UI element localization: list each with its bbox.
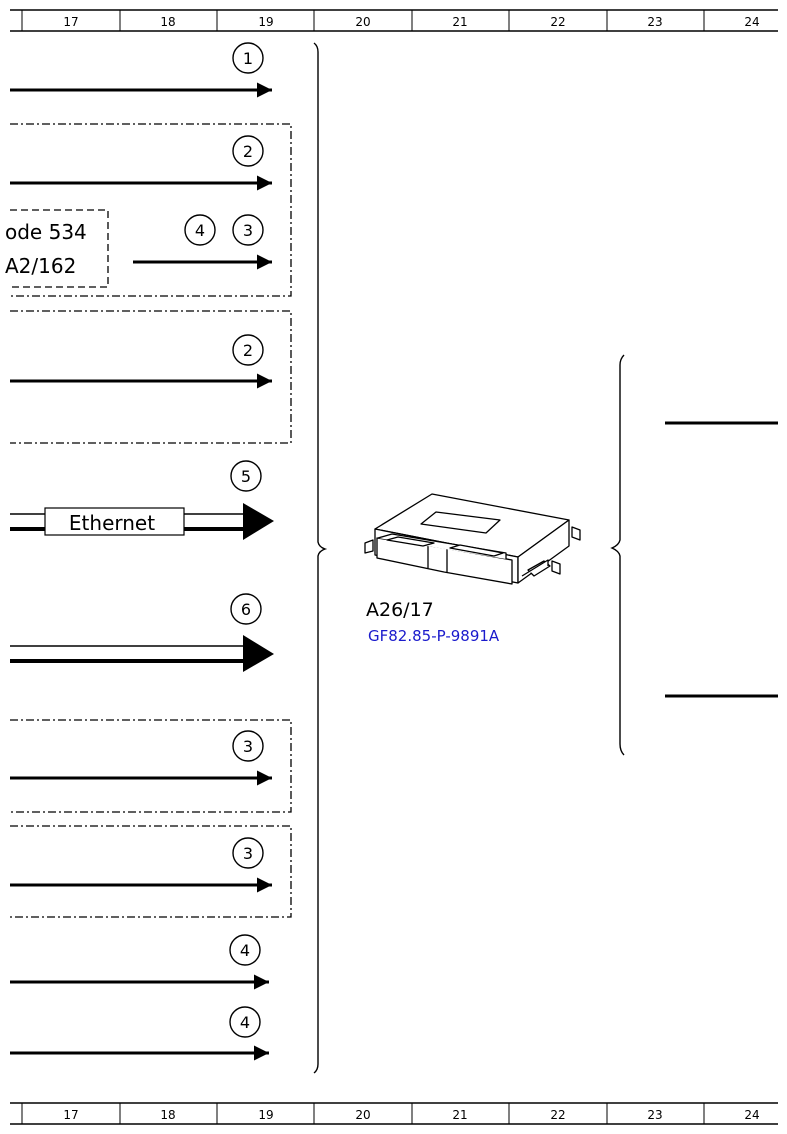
signal-marker-label: 3 <box>243 221 253 240</box>
signal-marker-2[interactable]: 2 <box>232 334 264 366</box>
grid-column-label: 22 <box>550 15 565 29</box>
signal-marker-label: 2 <box>243 142 253 161</box>
grid-column-label: 17 <box>63 1108 78 1122</box>
grid-column-label: 18 <box>160 1108 175 1122</box>
group-frame <box>10 310 292 444</box>
grid-column-label: 17 <box>63 15 78 29</box>
ethernet-label: Ethernet <box>69 511 155 535</box>
signal-marker-label: 6 <box>241 600 251 619</box>
signal-marker-label: 4 <box>240 1013 250 1032</box>
control-unit-illustration <box>364 493 581 585</box>
signal-marker-label: 4 <box>195 221 205 240</box>
code-box-line1: ode 534 <box>5 220 87 244</box>
signal-marker-4[interactable]: 4 <box>229 1006 261 1038</box>
right-brace <box>610 354 625 756</box>
double-connection <box>10 635 274 672</box>
signal-marker-6[interactable]: 6 <box>230 593 262 625</box>
grid-column-label: 21 <box>452 15 467 29</box>
group-frame <box>10 123 292 297</box>
signal-marker-label: 4 <box>240 941 250 960</box>
signal-marker-3[interactable]: 3 <box>232 837 264 869</box>
signal-marker-label: 1 <box>243 49 253 68</box>
component-reference-link[interactable]: GF82.85-P-9891A <box>368 627 500 645</box>
ethernet-connection: Ethernet <box>10 503 274 540</box>
signal-marker-label: 3 <box>243 844 253 863</box>
grid-column-label: 20 <box>355 15 370 29</box>
grid-ruler-top: 17 18 19 20 21 22 23 24 <box>10 9 778 32</box>
signal-marker-2[interactable]: 2 <box>232 135 264 167</box>
code-box: ode 534 A2/162 <box>5 209 109 288</box>
grid-column-label: 19 <box>258 1108 273 1122</box>
signal-marker-3[interactable]: 3 <box>232 730 264 762</box>
grid-column-label: 23 <box>647 1108 662 1122</box>
left-brace <box>313 42 328 1074</box>
signal-marker-1[interactable]: 1 <box>232 42 264 74</box>
grid-column-label: 24 <box>744 15 759 29</box>
signal-marker-label: 3 <box>243 737 253 756</box>
group-frame <box>10 825 292 918</box>
signal-marker-4[interactable]: 4 <box>229 934 261 966</box>
grid-column-label: 21 <box>452 1108 467 1122</box>
grid-column-label: 24 <box>744 1108 759 1122</box>
signal-marker-label: 5 <box>241 467 251 486</box>
code-box-line2: A2/162 <box>5 254 76 278</box>
component-designation: A26/17 <box>366 599 434 621</box>
signal-marker-3[interactable]: 3 <box>232 214 264 246</box>
grid-column-label: 19 <box>258 15 273 29</box>
ethernet-label-box <box>44 507 185 536</box>
grid-ruler-bottom: 17 18 19 20 21 22 23 24 <box>10 1102 778 1125</box>
ethernet-arrowhead <box>243 503 274 540</box>
double-arrowhead <box>243 635 274 672</box>
grid-column-label: 20 <box>355 1108 370 1122</box>
grid-column-label: 22 <box>550 1108 565 1122</box>
signal-marker-5[interactable]: 5 <box>230 460 262 492</box>
grid-column-label: 18 <box>160 15 175 29</box>
signal-marker-label: 2 <box>243 341 253 360</box>
group-frame <box>10 719 292 813</box>
signal-marker-4[interactable]: 4 <box>184 214 216 246</box>
grid-column-label: 23 <box>647 15 662 29</box>
